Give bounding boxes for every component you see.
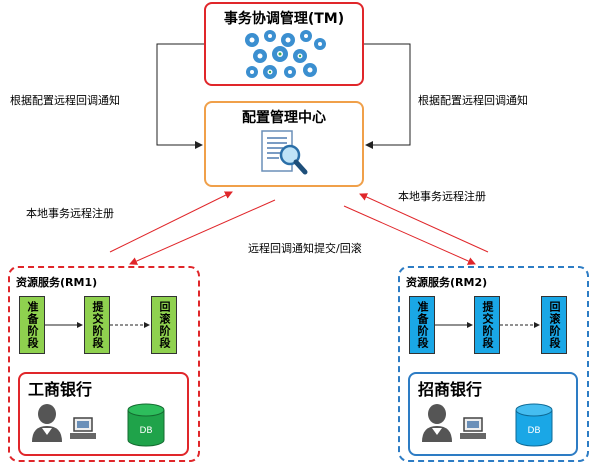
rm2-db-icon bbox=[515, 403, 553, 447]
rm2-db-label: DB bbox=[527, 426, 541, 436]
callback-left-arrow bbox=[129, 199, 276, 265]
rm1-db-label: DB bbox=[139, 426, 153, 436]
rm1-title: 资源服务(RM1) bbox=[16, 276, 98, 289]
user-icon bbox=[32, 404, 62, 442]
document-search-icon bbox=[261, 130, 308, 175]
rm2-commit-phase: 提交阶段 bbox=[474, 296, 500, 354]
register-right-label: 本地事务远程注册 bbox=[398, 190, 486, 203]
rm2-bank-box: 招商银行 DB bbox=[408, 372, 578, 456]
rm1-container: 资源服务(RM1) 准备阶段 提交阶段 回滚阶段 工商银行 DB bbox=[8, 266, 200, 462]
computer-icon bbox=[70, 417, 96, 439]
register-left-arrow bbox=[109, 191, 233, 253]
callback-label: 远程回调通知提交/回滚 bbox=[248, 242, 362, 255]
tm-box: 事务协调管理(TM) bbox=[204, 2, 364, 86]
notify-right-line bbox=[364, 43, 411, 149]
notify-left-label: 根据配置远程回调通知 bbox=[10, 94, 120, 107]
rm2-container: 资源服务(RM2) 准备阶段 提交阶段 回滚阶段 招商银行 DB bbox=[398, 266, 589, 462]
rm1-bank-box: 工商银行 DB bbox=[18, 372, 189, 456]
rm1-rollback-phase: 回滚阶段 bbox=[151, 296, 177, 354]
rm1-phase-arrows bbox=[45, 322, 150, 328]
user-icon bbox=[422, 404, 452, 442]
tm-title: 事务协调管理(TM) bbox=[223, 11, 345, 27]
notify-right-label: 根据配置远程回调通知 bbox=[418, 94, 528, 107]
config-center-box: 配置管理中心 bbox=[204, 101, 364, 187]
notify-left-line bbox=[156, 43, 204, 149]
gears-icon bbox=[245, 30, 326, 79]
config-center-title: 配置管理中心 bbox=[242, 110, 326, 126]
rm2-bank-name: 招商银行 bbox=[418, 380, 483, 399]
rm2-prepare-phase: 准备阶段 bbox=[409, 296, 435, 354]
callback-right-arrow bbox=[343, 205, 476, 265]
rm1-prepare-phase: 准备阶段 bbox=[19, 296, 45, 354]
rm1-commit-phase: 提交阶段 bbox=[84, 296, 110, 354]
rm1-db-icon bbox=[127, 403, 165, 447]
computer-icon bbox=[460, 417, 486, 439]
rm2-rollback-phase: 回滚阶段 bbox=[541, 296, 567, 354]
rm2-phase-arrows bbox=[435, 322, 540, 328]
register-right-arrow bbox=[359, 193, 489, 253]
rm1-bank-name: 工商银行 bbox=[28, 380, 93, 399]
rm2-title: 资源服务(RM2) bbox=[406, 276, 488, 289]
register-left-label: 本地事务远程注册 bbox=[26, 207, 114, 220]
